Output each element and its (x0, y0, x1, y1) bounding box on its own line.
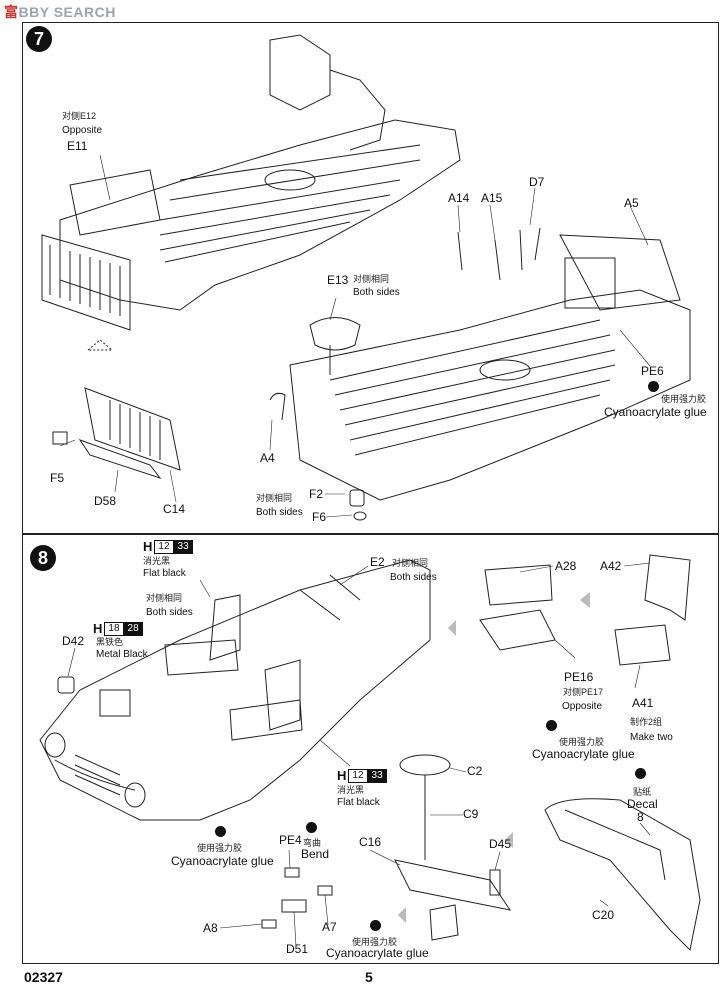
label-a5: A5 (624, 196, 639, 210)
decal-icon (635, 768, 646, 779)
glue-icon (648, 381, 659, 392)
label-e2-cn: 对侧相同 (392, 558, 429, 568)
label-glue-mid: Cyanoacrylate glue (532, 747, 635, 761)
paint-seat-bottom: H 12 33 (337, 768, 387, 783)
bend-icon (306, 822, 317, 833)
label-e13-both-sides: Both sides (353, 287, 400, 298)
label-pe6-cn: 使用强力胶 (661, 394, 707, 404)
paint-code-number: 12 (154, 539, 174, 554)
label-decal: Decal (627, 797, 658, 811)
label-c14: C14 (163, 502, 186, 516)
label-a4: A4 (260, 451, 275, 465)
label-c20: C20 (592, 908, 615, 922)
label-a28: A28 (555, 559, 577, 573)
label-make-two-cn: 制作2组 (630, 717, 663, 727)
label-e11: E11 (67, 139, 88, 153)
label-f2-both-sides: Both sides (256, 507, 303, 518)
label-d45: D45 (489, 837, 512, 851)
label-pe6-glue: Cyanoacrylate glue (604, 405, 707, 419)
paint-seat-top: H 12 33 (143, 539, 193, 554)
paint-code-number-alt: 33 (173, 539, 193, 554)
label-c9: C9 (463, 807, 479, 821)
footer-code: 02327 (24, 969, 63, 985)
label-bend: Bend (301, 847, 330, 861)
step8-number: 8 (30, 545, 56, 571)
label-glue-mid-cn: 使用强力胶 (559, 737, 605, 747)
paint-battery: H 18 28 (93, 621, 143, 636)
paint-battery-en: Metal Black (96, 649, 148, 660)
label-seat-both: Both sides (146, 607, 193, 618)
label-opposite-pe17: Opposite (562, 701, 603, 712)
label-d42: D42 (62, 634, 85, 648)
paint-seat-top-cn: 消光黑 (143, 556, 171, 566)
label-c2: C2 (467, 764, 483, 778)
label-seat-both-cn: 对侧相同 (146, 593, 183, 603)
step8-panel (22, 534, 719, 964)
label-decal-num: 8 (637, 810, 644, 824)
label-f2-cn: 对侧相同 (256, 493, 293, 503)
label-glue-left: Cyanoacrylate glue (171, 854, 274, 868)
watermark: 富BBY SEARCH (4, 2, 116, 22)
label-d7: D7 (529, 175, 545, 189)
label-glue-bottom: Cyanoacrylate glue (326, 946, 429, 960)
label-a42: A42 (600, 559, 622, 573)
label-e12-cn: 对侧E12 (62, 111, 97, 121)
paint-seat-bottom-en: Flat black (337, 797, 380, 808)
paint-code-letter: H (93, 621, 103, 636)
watermark-brand-rest: BBY SEARCH (18, 4, 116, 20)
paint-code-number-alt: 33 (367, 768, 387, 783)
paint-battery-cn: 黑铁色 (96, 637, 124, 647)
label-pe6: PE6 (641, 364, 664, 378)
label-a7: A7 (322, 920, 337, 934)
label-glue-bottom-cn: 使用强力胶 (352, 937, 398, 947)
glue-icon-left (215, 826, 226, 837)
footer-page: 5 (365, 969, 373, 985)
label-e2: E2 (370, 555, 385, 569)
label-f6: F6 (312, 510, 327, 524)
label-e13-cn: 对侧相同 (353, 274, 390, 284)
glue-icon-mid (546, 720, 557, 731)
label-pe4: PE4 (279, 833, 302, 847)
label-glue-left-cn: 使用强力胶 (197, 843, 243, 853)
label-bend-cn: 弯曲 (303, 838, 322, 848)
label-f5: F5 (50, 471, 65, 485)
paint-seat-bottom-cn: 消光黑 (337, 785, 365, 795)
label-e2-both: Both sides (390, 572, 437, 583)
label-decal-cn: 贴纸 (633, 787, 652, 797)
label-a14: A14 (448, 191, 470, 205)
paint-code-number: 12 (348, 768, 368, 783)
label-c16: C16 (359, 835, 382, 849)
paint-seat-top-en: Flat black (143, 568, 186, 579)
paint-code-letter: H (143, 539, 153, 554)
glue-icon-bottom (370, 920, 381, 931)
label-d58: D58 (94, 494, 117, 508)
label-e13: E13 (327, 273, 349, 287)
label-a41: A41 (632, 696, 654, 710)
label-make-two: Make two (630, 732, 673, 743)
label-pe16: PE16 (564, 670, 594, 684)
step7-panel (22, 22, 719, 534)
label-pe17-cn: 对侧PE17 (563, 687, 604, 697)
paint-code-number: 18 (104, 621, 124, 636)
step7-number: 7 (26, 26, 52, 52)
label-a8: A8 (203, 921, 218, 935)
watermark-brand: 富 (4, 4, 19, 20)
label-a15: A15 (481, 191, 503, 205)
paint-code-letter: H (337, 768, 347, 783)
paint-code-number-alt: 28 (123, 621, 143, 636)
label-f2: F2 (309, 487, 324, 501)
label-d51: D51 (286, 942, 309, 956)
label-opposite: Opposite (62, 125, 103, 136)
